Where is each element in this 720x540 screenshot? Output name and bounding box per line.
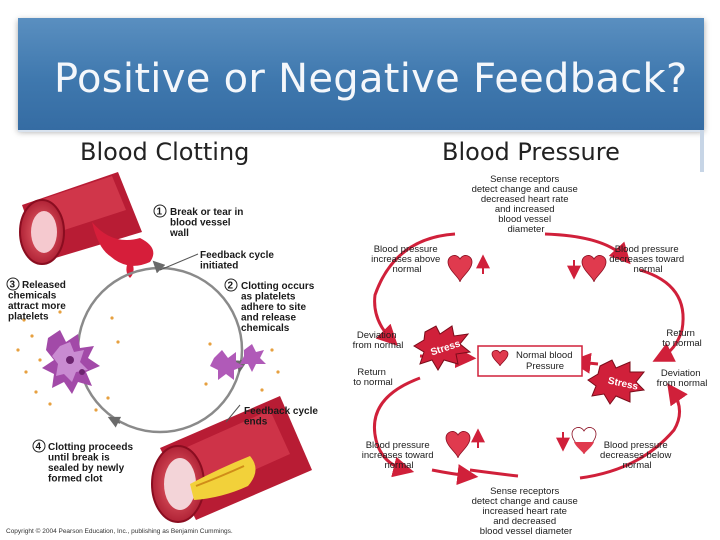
return-right-label: Return to normal xyxy=(662,328,702,349)
step-4-badge: 4 xyxy=(32,439,46,453)
clotting-feedback-loop xyxy=(76,266,244,434)
step-1-badge: 1 xyxy=(153,204,167,218)
bp-increases-above-label: Blood pressure increases above normal xyxy=(371,244,443,275)
normal-pressure-box: Normal blood Pressure xyxy=(477,345,583,377)
platelet-dots xyxy=(16,310,280,412)
normal-pressure-label: Normal blood Pressure xyxy=(516,350,575,372)
slide-title: Positive or Negative Feedback? xyxy=(54,56,688,102)
deviation-right-label: Deviation from normal xyxy=(657,368,708,389)
bp-increases-toward-label: Blood pressure increases toward normal xyxy=(362,440,436,471)
svg-text:4: 4 xyxy=(36,442,42,453)
top-receptors-label: Sense receptors detect change and cause … xyxy=(472,174,581,235)
stress-burst-left: Stress xyxy=(413,325,472,371)
step-4-label: Clotting proceeds until break is sealed … xyxy=(48,442,136,485)
torn-blood-vessel xyxy=(19,172,154,278)
heart-icon xyxy=(445,428,485,459)
blood-pressure-heading: Blood Pressure xyxy=(442,138,620,166)
sealed-blood-vessel xyxy=(151,396,312,523)
svg-text:1: 1 xyxy=(157,207,163,218)
deviation-left-label: Deviation from normal xyxy=(353,330,404,351)
feedback-initiated-pointer xyxy=(159,253,199,271)
copyright-text: Copyright © 2004 Pearson Education, Inc.… xyxy=(6,527,233,535)
bp-decreases-toward-label: Blood pressure decreases toward normal xyxy=(609,244,687,275)
svg-text:2: 2 xyxy=(228,281,234,292)
bottom-receptors-label: Sense receptors detect change and cause … xyxy=(472,486,581,537)
step-2-badge: 2 xyxy=(224,278,238,292)
loop-arrow-bottom-mid xyxy=(431,464,479,486)
feedback-ends-label: Feedback cycle ends xyxy=(244,406,321,428)
heart-icon xyxy=(447,254,490,283)
stress-burst-right: Stress xyxy=(587,359,646,405)
activated-platelets xyxy=(210,344,266,380)
loop-arrow-left-lower xyxy=(373,376,421,478)
loop-arrow-right-upper xyxy=(639,268,685,362)
edge-accent xyxy=(700,130,704,172)
loop-arrow-bottom-right xyxy=(579,383,688,480)
loop-arrow-top-left xyxy=(373,232,456,346)
bp-decreases-below-label: Blood pressure decreases below normal xyxy=(600,440,674,471)
svg-text:3: 3 xyxy=(10,280,16,291)
blood-pressure-diagram: Normal blood Pressure Stress Stress xyxy=(353,174,708,537)
heart-icon xyxy=(567,255,607,283)
step-2-label: Clotting occurs as platelets adhere to s… xyxy=(241,281,317,334)
step-1-label: Break or tear in blood vessel wall xyxy=(169,207,246,239)
return-left-label: Return to normal xyxy=(353,367,393,388)
title-banner xyxy=(18,18,704,130)
loop-arrow-top-right xyxy=(544,232,631,265)
feedback-initiated-label: Feedback cycle initiated xyxy=(200,250,277,272)
loop-arrow-bottom-left xyxy=(469,468,519,478)
step-3-label: Released chemicals attract more platelet… xyxy=(8,280,69,323)
platelet-cluster xyxy=(42,330,100,394)
step-3-badge: 3 xyxy=(6,277,20,291)
heart-icon xyxy=(556,427,597,455)
title-divider xyxy=(18,130,704,132)
feedback-ends-pointer xyxy=(225,404,241,423)
blood-clotting-heading: Blood Clotting xyxy=(80,138,250,166)
clotting-diagram: 1 2 3 4 Break or tear in blood vessel wa… xyxy=(6,172,321,535)
